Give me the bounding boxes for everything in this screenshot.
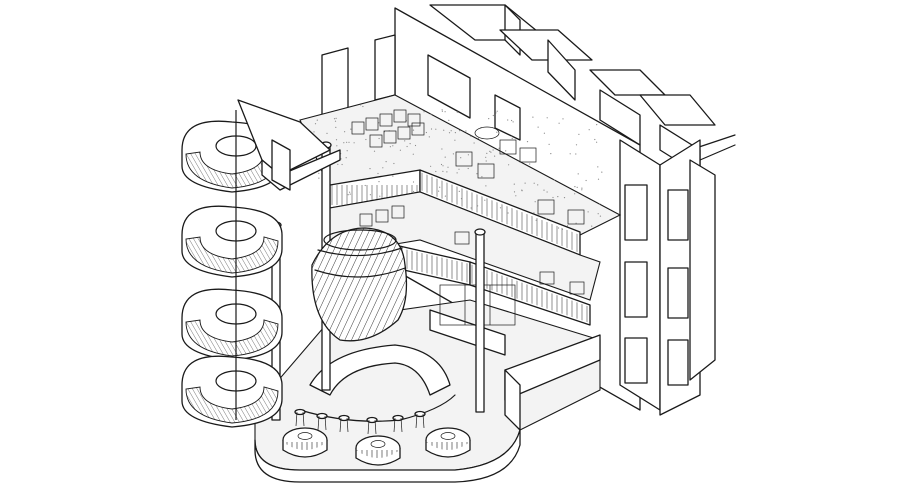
bar-stool xyxy=(316,412,328,431)
spiral-staircase xyxy=(181,99,341,428)
ground-floor-platform xyxy=(254,284,601,483)
lounge-table-set xyxy=(282,427,328,458)
column xyxy=(475,231,485,413)
bar-stool xyxy=(392,414,404,433)
lounge-table-set xyxy=(355,435,401,466)
upper-floor-slab xyxy=(299,94,622,256)
lounge-table-set xyxy=(425,427,471,458)
window xyxy=(624,184,648,241)
bar-stool xyxy=(338,414,350,433)
lounge-furniture xyxy=(282,408,471,466)
central-sculpture xyxy=(311,227,408,342)
window xyxy=(624,337,648,384)
window xyxy=(624,261,648,318)
middle-floor-slab xyxy=(329,191,601,326)
bar-stool xyxy=(366,416,378,435)
bar-stool xyxy=(414,410,426,429)
bar-stool xyxy=(294,408,306,427)
window xyxy=(667,339,689,386)
window xyxy=(667,189,689,241)
window xyxy=(667,267,689,319)
rooftop-structures xyxy=(429,4,736,176)
